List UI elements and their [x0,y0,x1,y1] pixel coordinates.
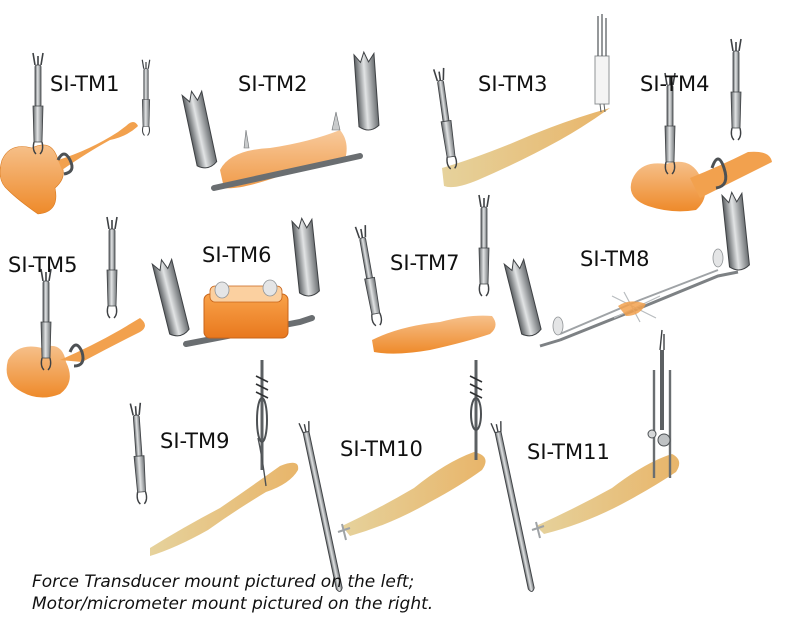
label-si-tm7: SI-TM7 [390,251,459,275]
mount-si-tm9: SI-TM9 [129,360,299,556]
mount-si-tm6: SI-TM6 [151,216,321,347]
label-si-tm1: SI-TM1 [50,72,119,96]
mount-si-tm2: SI-TM2 [181,50,380,191]
mount-si-tm11: SI-TM11 [490,329,680,594]
mount-si-tm8: SI-TM8 [503,190,751,348]
label-si-tm9: SI-TM9 [160,429,229,453]
mount-si-tm7: SI-TM7 [354,194,496,354]
label-si-tm5: SI-TM5 [8,253,77,277]
label-si-tm2: SI-TM2 [238,72,307,96]
mount-si-tm5: SI-TM5 [6,216,145,398]
mount-si-tm10: SI-TM10 [298,360,486,594]
mount-si-tm3: SI-TM3 [432,14,610,188]
label-si-tm8: SI-TM8 [580,247,649,271]
label-si-tm11: SI-TM11 [527,440,610,464]
mount-si-tm4: SI-TM4 [630,38,772,212]
caption-line-2: Motor/micrometer mount pictured on the r… [32,594,434,614]
label-si-tm10: SI-TM10 [340,437,423,461]
label-si-tm3: SI-TM3 [478,72,547,96]
label-si-tm6: SI-TM6 [202,243,271,267]
caption-line-1: Force Transducer mount pictured on the l… [32,572,415,592]
mount-si-tm1: SI-TM1 [0,52,151,215]
label-si-tm4: SI-TM4 [640,72,709,96]
diagram-caption: Force Transducer mount pictured on the l… [32,571,433,615]
